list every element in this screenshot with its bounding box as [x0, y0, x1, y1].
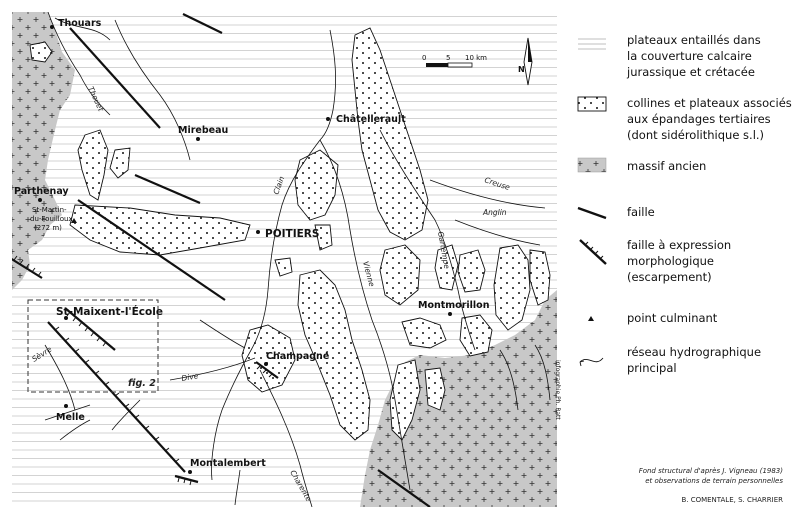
legend: plateaux entaillés dans la couverture ca…	[577, 33, 792, 375]
massif-southeast	[360, 290, 557, 507]
side-credit: infographie Ph. Ratt	[554, 360, 561, 420]
legend-text-culminant: point culminant	[627, 311, 718, 325]
label-st-maixent: St-Maixent-l'École	[56, 305, 163, 318]
svg-text:0: 0	[422, 54, 426, 62]
legend-swatch-plateaux	[578, 38, 606, 50]
fig2-label: fig. 2	[128, 378, 156, 389]
svg-text:5: 5	[446, 54, 450, 62]
label-mirebeau: Mirebeau	[178, 125, 228, 136]
legend-swatch-massif	[577, 157, 607, 173]
legend-swatch-hydro	[579, 357, 604, 367]
label-melle: Melle	[56, 412, 85, 423]
river-network	[44, 12, 551, 507]
label-chatellerault: Châtellerault	[336, 114, 406, 125]
credit-line-1: Fond structural d'après J. Vigneau (1983…	[639, 467, 784, 475]
legend-text-hydro-2: principal	[627, 361, 677, 375]
legend-text-collines-1: collines et plateaux associés	[627, 96, 792, 110]
label-montmorillon: Montmorillon	[418, 300, 490, 311]
legend-swatch-escarpement	[579, 239, 607, 265]
river-anglin: Anglin	[482, 208, 507, 217]
label-parthenay: Parthenay	[14, 186, 69, 197]
legend-text-collines-2: aux épandages tertiaires	[627, 112, 771, 126]
tertiary-hills	[29, 27, 551, 441]
legend-swatch-culminant	[588, 316, 594, 321]
legend-text-collines-3: (dont sidérolithique s.l.)	[627, 128, 764, 142]
label-poitiers: POITIERS	[265, 228, 319, 240]
svg-text:10 km: 10 km	[465, 54, 487, 62]
legend-text-hydro-1: réseau hydrographique	[627, 345, 761, 359]
fig2-frame	[27, 299, 159, 393]
river-dive: Dive	[181, 371, 200, 383]
legend-swatch-faille	[577, 206, 607, 220]
credit-authors: B. COMENTALE, S. CHARRIER	[681, 496, 783, 504]
massif-west	[12, 12, 75, 290]
label-st-martin-2: du-Fouilloux	[30, 215, 73, 223]
escarpment-faults	[12, 255, 279, 486]
town-dots	[38, 25, 452, 474]
label-st-martin-1: St-Martin-	[32, 206, 67, 214]
legend-swatch-collines	[577, 96, 607, 112]
scale-bar: 0 5 10 km	[422, 54, 487, 68]
legend-text-plateaux-2: la couverture calcaire	[627, 49, 752, 63]
faults	[69, 13, 431, 507]
label-champagne: Champagné	[266, 351, 329, 362]
north-arrow: N	[518, 37, 533, 86]
label-st-martin-3: (272 m)	[34, 224, 62, 232]
legend-text-plateaux-1: plateaux entaillés dans	[627, 33, 761, 47]
legend-text-faille: faille	[627, 205, 655, 219]
credit-line-2: et observations de terrain personnelles	[645, 477, 783, 485]
legend-text-escarpement-2: morphologique	[627, 254, 714, 268]
legend-text-massif: massif ancien	[627, 159, 706, 173]
legend-text-escarpement-1: faille à expression	[627, 238, 731, 252]
summit-marker	[71, 218, 77, 223]
legend-text-escarpement-3: (escarpement)	[627, 270, 712, 284]
legend-text-plateaux-3: jurassique et crétacée	[626, 65, 755, 79]
label-thouars: Thouars	[58, 18, 102, 29]
label-montalembert: Montalembert	[190, 458, 266, 469]
svg-text:N: N	[518, 65, 525, 74]
